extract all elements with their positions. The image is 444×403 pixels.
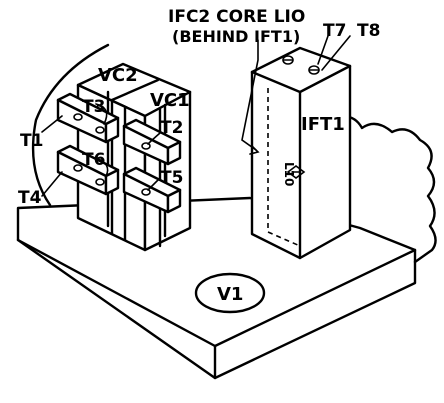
- v1-label: V1: [217, 284, 243, 305]
- l10-label: L10: [282, 162, 296, 186]
- t4-label: T4: [18, 188, 42, 208]
- break-line: [328, 115, 437, 264]
- t1-label: T1: [20, 131, 43, 151]
- cable-curve: [31, 43, 110, 207]
- t7-screw: [282, 55, 294, 65]
- t6-label: T6: [82, 150, 105, 170]
- t8-label: T8: [357, 21, 380, 41]
- vc1-label: VC1: [150, 90, 190, 111]
- ift1-can: [250, 46, 352, 260]
- ifc2-label-line1: IFC2 CORE LIO: [168, 7, 305, 27]
- t7-label: T7: [323, 21, 346, 41]
- t5-label: T5: [160, 168, 183, 188]
- ifc2-label-line2: (BEHIND IFT1): [172, 27, 300, 46]
- t8-screw: [308, 65, 320, 75]
- trimmer-blocks: [56, 92, 182, 214]
- ift1-label: IFT1: [301, 114, 345, 135]
- t3-label: T3: [82, 97, 105, 117]
- v1-socket: [194, 272, 266, 314]
- t2-label: T2: [160, 118, 183, 138]
- vc2-label: VC2: [98, 65, 138, 86]
- leader-lines: [41, 35, 351, 197]
